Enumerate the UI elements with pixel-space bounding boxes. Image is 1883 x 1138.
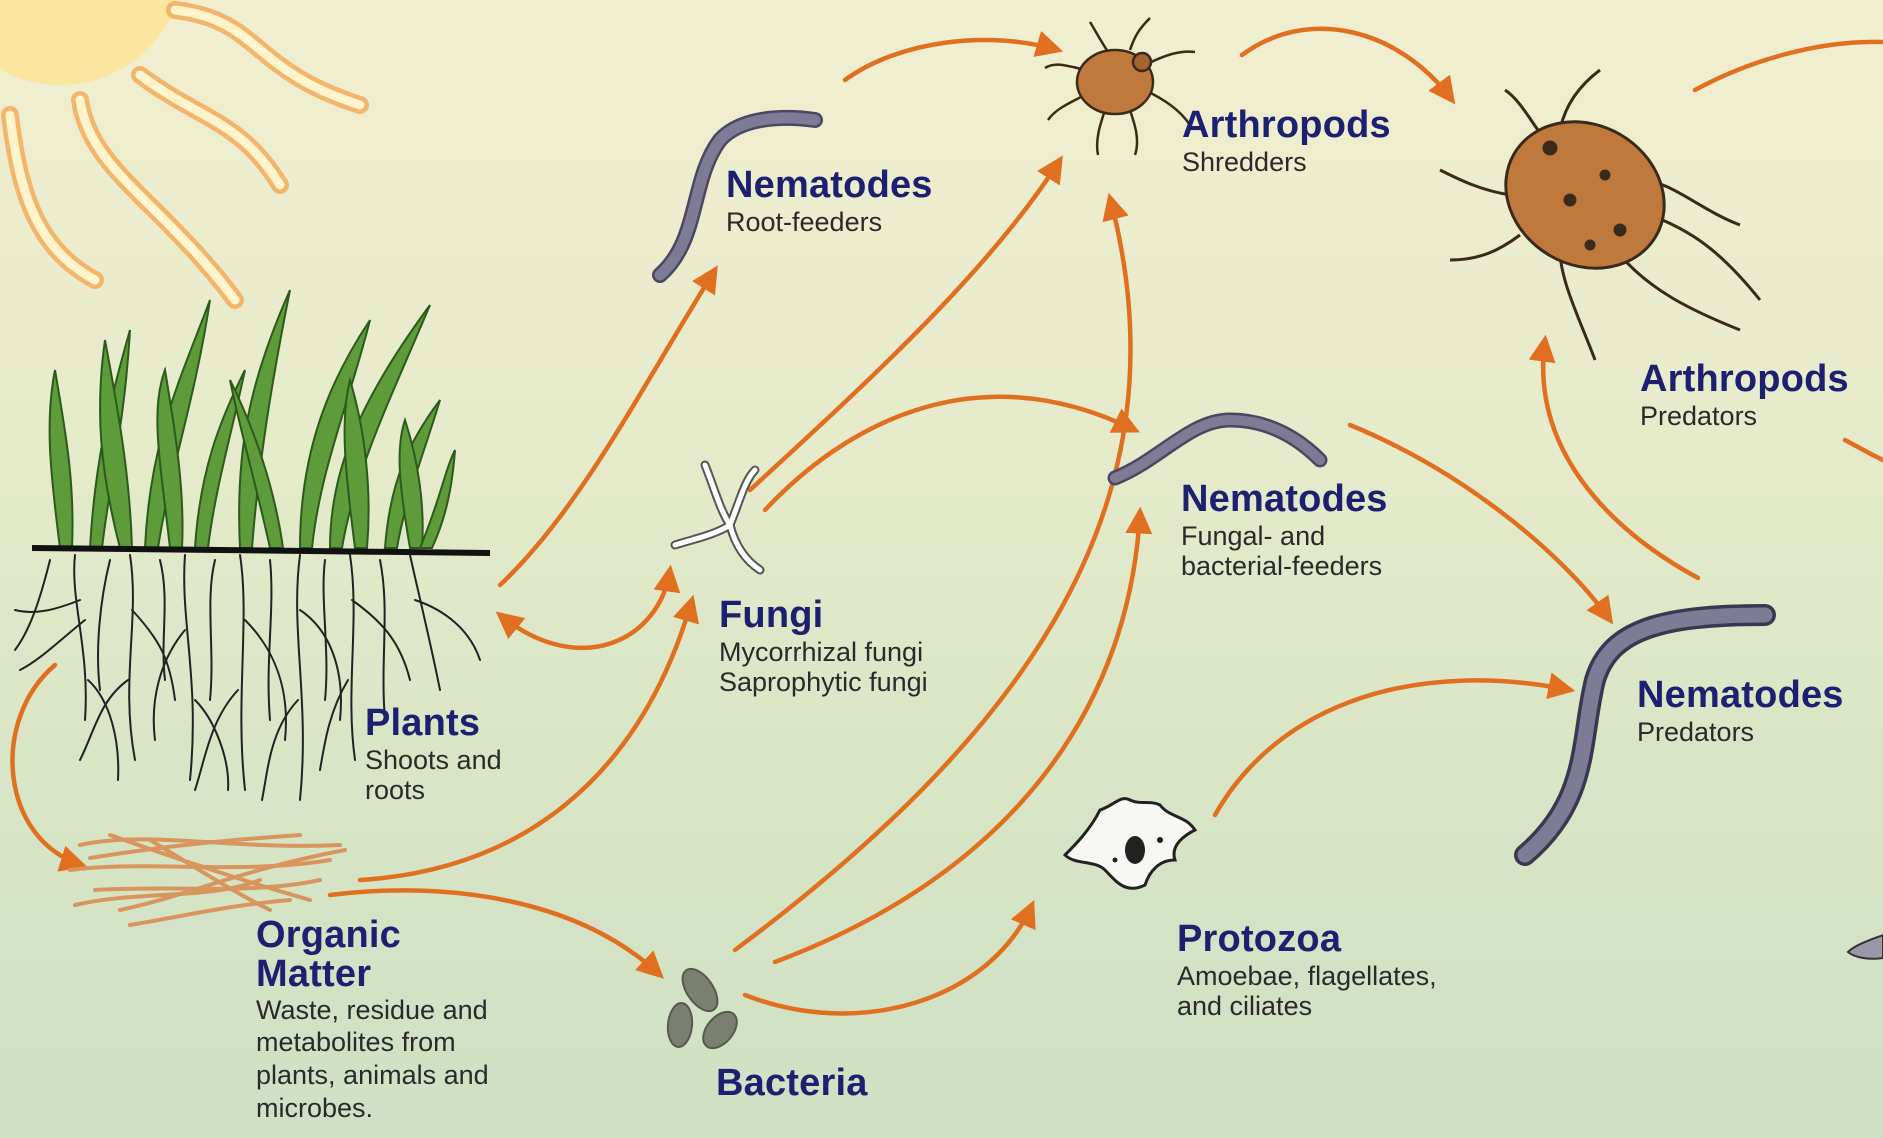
sun-icon [0, 0, 360, 300]
label-nematodes-root-feeders: Nematodes Root-feeders [726, 164, 933, 237]
plant-shoots-icon [50, 290, 455, 548]
arrow-plants-fungi [500, 570, 670, 648]
organism-description: Mycorrhizal fungi Saprophytic fungi [719, 637, 928, 699]
organism-name: Bacteria [716, 1062, 868, 1105]
organism-description: Shredders [1182, 147, 1391, 178]
organism-name: Organic Matter [256, 916, 489, 994]
arrow-offscreen-top-right [1695, 42, 1883, 90]
arrow-plants-to-root-nematodes [500, 270, 715, 585]
organism-description: Waste, residue and metabolites from plan… [256, 994, 489, 1126]
organism-description: Predators [1637, 717, 1844, 748]
label-bacteria: Bacteria [716, 1062, 868, 1105]
arrow-fungi-to-nematodes [765, 397, 1135, 510]
organism-name: Plants [365, 702, 502, 745]
label-protozoa: Protozoa Amoebae, flagellates, and cilia… [1177, 918, 1437, 1022]
organism-name: Fungi [719, 594, 928, 637]
offscreen-organism-icon [1848, 935, 1883, 959]
arthropod-predator-icon [1440, 70, 1760, 360]
organism-description: Fungal- and bacterial-feeders [1181, 521, 1388, 583]
organism-description: Amoebae, flagellates, and ciliates [1177, 961, 1437, 1023]
arrow-arthropods-to-predators [1242, 29, 1452, 100]
arrow-root-nematodes-to-arthropods [845, 40, 1058, 80]
arrow-bacteria-to-nematodes [775, 512, 1140, 962]
arthropod-shredder-icon [1045, 18, 1195, 155]
arrow-plants-to-organic-matter [13, 665, 82, 865]
label-plants: Plants Shoots and roots [365, 702, 502, 806]
organism-description: Shoots and roots [365, 745, 502, 807]
label-arthropods-shredders: Arthropods Shredders [1182, 104, 1391, 177]
label-organic-matter: Organic Matter Waste, residue and metabo… [256, 916, 489, 1125]
organism-name: Nematodes [1637, 674, 1844, 717]
organic-matter-icon [70, 835, 345, 925]
protozoa-icon [1065, 799, 1195, 889]
organism-name: Nematodes [726, 164, 933, 207]
arrow-bacteria-to-arthropods [735, 198, 1131, 950]
arrow-nematodes-to-predator-nematodes [1350, 425, 1610, 620]
bacteria-icon [666, 963, 743, 1055]
organism-name: Arthropods [1640, 358, 1849, 401]
label-fungi: Fungi Mycorrhizal fungi Saprophytic fung… [719, 594, 928, 698]
organism-description: Root-feeders [726, 207, 933, 238]
label-nematodes-predators: Nematodes Predators [1637, 674, 1844, 747]
label-arthropods-predators: Arthropods Predators [1640, 358, 1849, 431]
organism-name: Nematodes [1181, 478, 1388, 521]
arrow-offscreen-right [1845, 440, 1883, 460]
organism-description: Predators [1640, 401, 1849, 432]
arrow-protozoa-to-predator-nematodes [1215, 680, 1570, 815]
organism-name: Protozoa [1177, 918, 1437, 961]
label-nematodes-fungal-bacterial-feeders: Nematodes Fungal- and bacterial-feeders [1181, 478, 1388, 582]
organism-name: Arthropods [1182, 104, 1391, 147]
nematode-fungal-bacterial-feeder-icon [1115, 420, 1320, 478]
